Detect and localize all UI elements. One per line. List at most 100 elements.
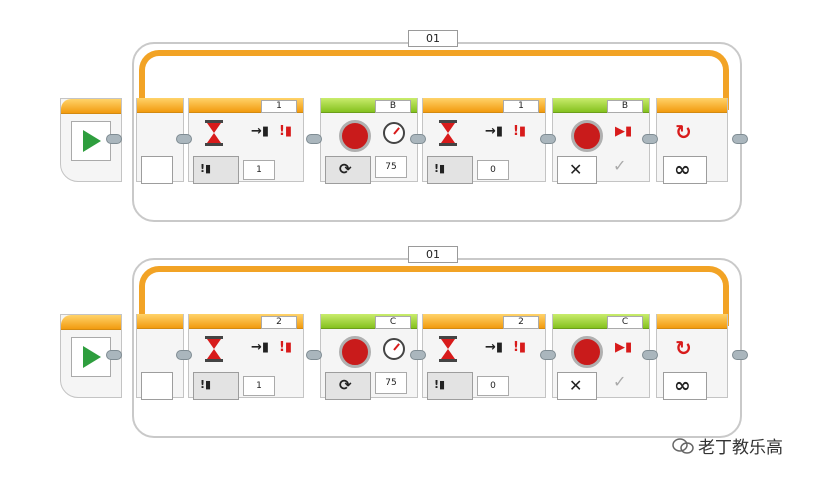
port-label[interactable]: B [607,100,643,113]
loop-arc [139,266,729,326]
hourglass-icon [205,336,223,362]
sensor-mode-icon: !▮ [200,378,212,391]
rotate-icon: ⟳ [339,376,352,394]
sequence-connector[interactable] [176,134,192,144]
off-icon: ✕ [569,376,583,395]
hourglass-icon [439,336,457,362]
sensor-mode-icon: !▮ [434,162,446,175]
off-icon: ✕ [569,160,583,179]
alert-bars-icon: !▮ [279,124,293,139]
brake-icon: ▶▮ [615,340,633,355]
port-label[interactable]: 1 [503,100,539,113]
loop-end-header [657,314,727,329]
motor-power-value[interactable]: 75 [375,372,407,394]
infinity-icon: ∞ [674,373,691,397]
alert-bars-icon: !▮ [279,340,293,355]
motor-icon [339,120,371,152]
hourglass-icon [205,120,223,146]
loop-mode-slot[interactable] [141,156,173,184]
sequence-connector[interactable] [410,350,426,360]
port-label[interactable]: 2 [503,316,539,329]
compare-icon: →▮ [251,340,270,355]
loop-start-block[interactable] [136,314,184,400]
power-gauge-icon [383,338,405,360]
motor-header: B [321,98,417,113]
sequence-connector[interactable] [732,350,748,360]
loop-start-block[interactable] [136,98,184,184]
sequence-connector[interactable] [410,134,426,144]
stop-mode-selector[interactable]: ✕ [557,156,597,184]
loop-end-block[interactable]: ↻ ∞ [656,314,728,400]
sequence-connector[interactable] [106,350,122,360]
wait-header: 2 [423,314,545,329]
port-label[interactable]: C [607,316,643,329]
loop-mode-selector[interactable]: ∞ [663,372,707,400]
loop-start-header [137,98,183,113]
loop-name-field[interactable]: 01 [408,246,458,263]
stop-motor-block[interactable]: C ▶▮ ✕ ✓ [552,314,650,400]
loop-mode-slot[interactable] [141,372,173,400]
start-block-header [61,315,121,330]
wait-block-1[interactable]: 1 →▮ !▮ !▮ 1 [188,98,304,184]
port-label[interactable]: 1 [261,100,297,113]
motor-power-value[interactable]: 75 [375,156,407,178]
motor-header: C [321,314,417,329]
start-block[interactable] [60,314,122,398]
sequence-connector[interactable] [732,134,748,144]
sequence-connector[interactable] [306,134,322,144]
check-icon[interactable]: ✓ [613,372,627,391]
sequence-connector[interactable] [540,350,556,360]
wait-mode-selector[interactable]: !▮ [427,156,473,184]
wait-block-2[interactable]: 1 →▮ !▮ !▮ 0 [422,98,546,184]
loop-mode-selector[interactable]: ∞ [663,156,707,184]
sequence-connector[interactable] [176,350,192,360]
program-2: 01 2 →▮ !▮ !▮ 1 C ⟳ [0,216,825,438]
medium-motor-block[interactable]: B ⟳ 75 [320,98,418,184]
wait-mode-selector[interactable]: !▮ [427,372,473,400]
play-icon [83,346,101,368]
motor-icon [571,336,603,368]
sequence-connector[interactable] [642,350,658,360]
wait-mode-selector[interactable]: !▮ [193,156,239,184]
wait-value[interactable]: 1 [243,376,275,396]
play-icon [83,130,101,152]
loop-icon: ↻ [675,336,692,360]
port-label[interactable]: B [375,100,411,113]
play-button[interactable] [71,121,111,161]
loop-end-block[interactable]: ↻ ∞ [656,98,728,184]
port-label[interactable]: 2 [261,316,297,329]
check-icon[interactable]: ✓ [613,156,627,175]
wait-value[interactable]: 0 [477,160,509,180]
wait-value[interactable]: 1 [243,160,275,180]
motor-icon [339,336,371,368]
sequence-connector[interactable] [540,134,556,144]
sequence-connector[interactable] [306,350,322,360]
program-1: 01 1 →▮ !▮ !▮ 1 B [0,0,825,222]
brake-icon: ▶▮ [615,124,633,139]
motor-mode-selector[interactable]: ⟳ [325,372,371,400]
wait-mode-selector[interactable]: !▮ [193,372,239,400]
compare-icon: →▮ [485,340,504,355]
sequence-connector[interactable] [106,134,122,144]
wait-value[interactable]: 0 [477,376,509,396]
start-block-header [61,99,121,114]
wait-block-2[interactable]: 2 →▮ !▮ !▮ 0 [422,314,546,400]
stop-motor-block[interactable]: B ▶▮ ✕ ✓ [552,98,650,184]
sensor-mode-icon: !▮ [434,378,446,391]
power-gauge-icon [383,122,405,144]
play-button[interactable] [71,337,111,377]
loop-icon: ↻ [675,120,692,144]
port-label[interactable]: C [375,316,411,329]
loop-name-field[interactable]: 01 [408,30,458,47]
wechat-icon [672,438,694,454]
infinity-icon: ∞ [674,157,691,181]
sequence-connector[interactable] [642,134,658,144]
loop-end-header [657,98,727,113]
alert-bars-icon: !▮ [513,340,527,355]
watermark-text: 老丁教乐高 [698,438,783,458]
motor-mode-selector[interactable]: ⟳ [325,156,371,184]
wait-block-1[interactable]: 2 →▮ !▮ !▮ 1 [188,314,304,400]
loop-arc [139,50,729,110]
medium-motor-block[interactable]: C ⟳ 75 [320,314,418,400]
stop-mode-selector[interactable]: ✕ [557,372,597,400]
